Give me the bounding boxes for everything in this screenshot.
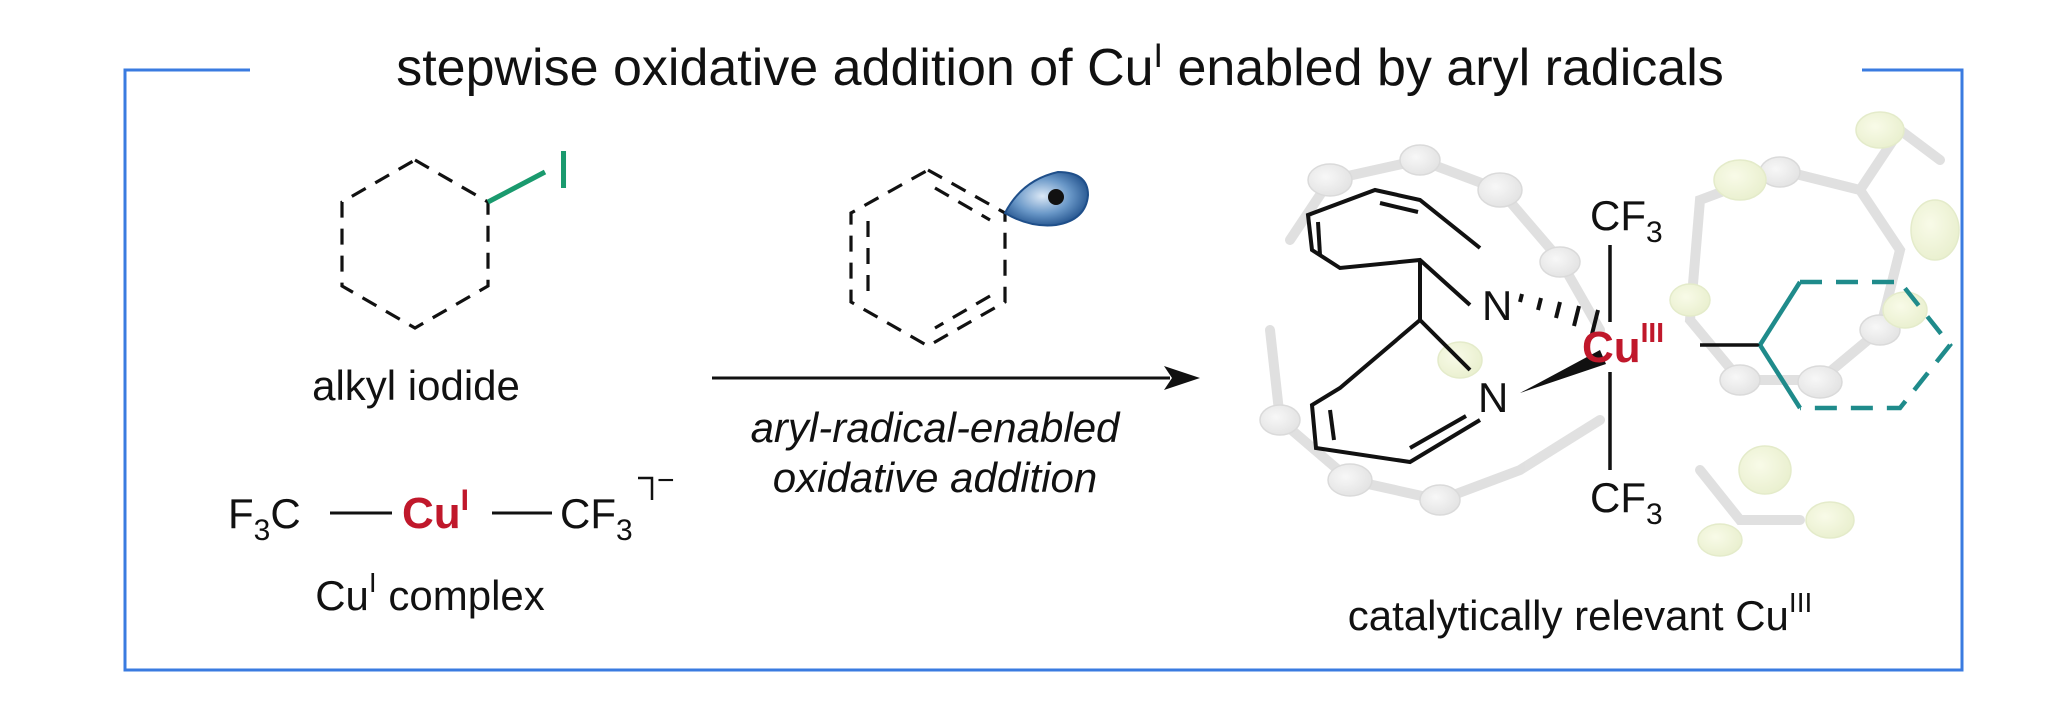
aryl-radical-structure [849, 168, 1090, 348]
wedge-bond [1520, 350, 1606, 393]
cu-i-complex: F3C CuI CF3 − [228, 464, 675, 547]
bipyridine-ligand [1305, 187, 1482, 465]
radical-electron-dot [1048, 189, 1064, 205]
iodine-atom: I [556, 140, 571, 200]
alkyl-iodide-structure: I [340, 140, 571, 330]
complex-charge: − [657, 464, 675, 497]
svg-text:CF3: CF3 [560, 490, 633, 547]
arrow-label-line1: aryl-radical-enabled [751, 404, 1121, 451]
copper-i-atom: CuI [402, 484, 469, 538]
radical-orbital-lobe [1003, 170, 1090, 227]
alkyl-ring-product [1758, 279, 1953, 411]
arrow-label-line2: oxidative addition [773, 454, 1098, 501]
reaction-arrow [712, 366, 1200, 390]
copper-iii-atom: CuIII [1582, 317, 1664, 372]
hashed-bond [1518, 293, 1600, 335]
cf3-top: CF3 [1590, 192, 1663, 249]
crystal-structure-backdrop [1259, 111, 1960, 557]
cf3-bottom: CF3 [1590, 474, 1663, 531]
page-title: stepwise oxidative addition of CuI enabl… [396, 37, 1724, 97]
alkyl-iodide-label: alkyl iodide [312, 362, 520, 409]
svg-text:F3C: F3C [228, 490, 301, 547]
nitrogen-atom-upper: N [1482, 282, 1512, 329]
cu-i-complex-label: CuI complex [315, 567, 545, 619]
nitrogen-atom-lower: N [1478, 374, 1508, 421]
frame [123, 68, 1964, 672]
product-label: catalytically relevant CuIII [1348, 587, 1813, 639]
